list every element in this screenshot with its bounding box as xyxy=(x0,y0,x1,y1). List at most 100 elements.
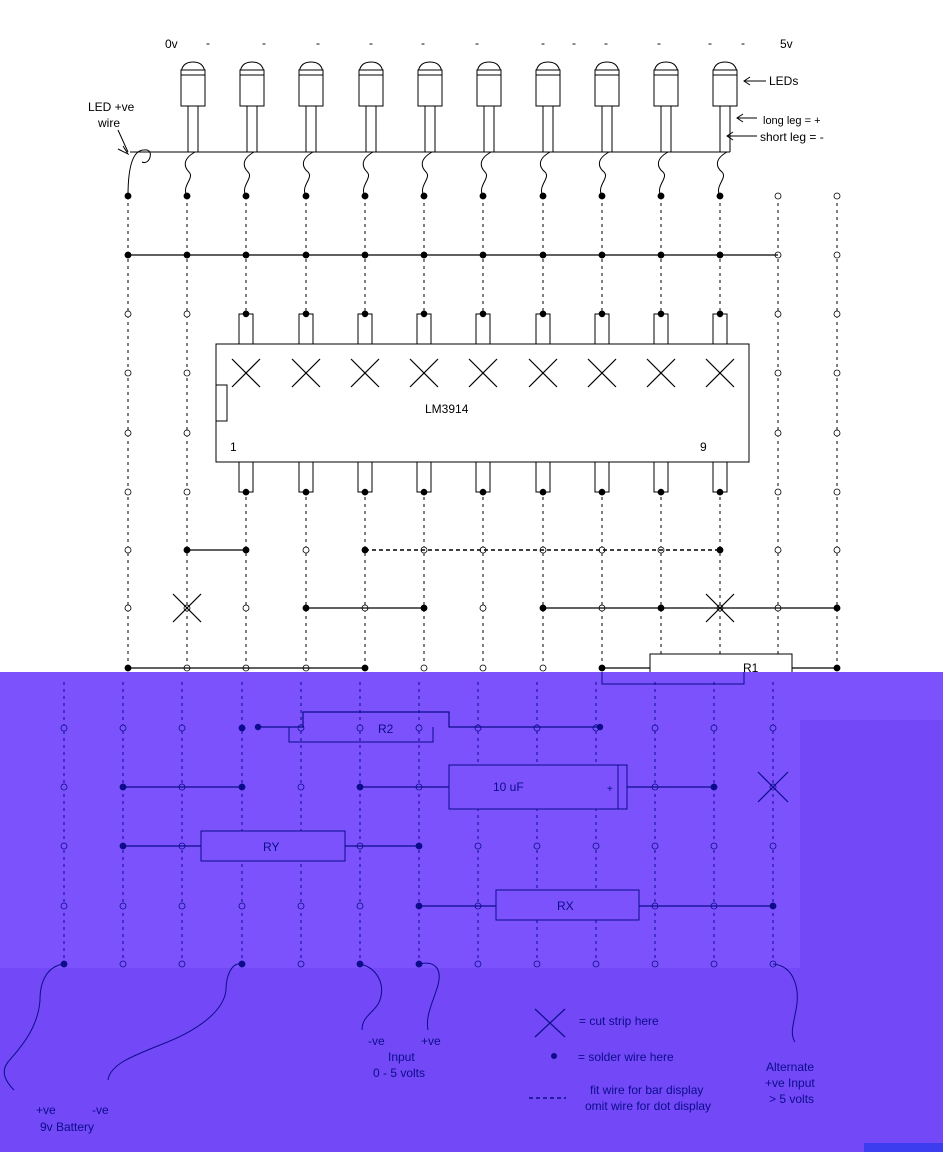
hole xyxy=(774,488,782,496)
hole xyxy=(60,842,68,850)
led-flying-lead xyxy=(480,151,492,197)
cut-mark xyxy=(291,358,321,388)
solder-dot xyxy=(361,251,369,259)
hole xyxy=(183,310,191,318)
solder-dot xyxy=(420,310,428,318)
hole xyxy=(710,960,718,968)
hole xyxy=(183,488,191,496)
chip-pin xyxy=(535,313,551,345)
hole xyxy=(833,192,841,200)
chip-pin xyxy=(357,461,373,493)
hole xyxy=(474,724,482,732)
solder-dot xyxy=(716,310,724,318)
hole xyxy=(833,369,841,377)
solder-dot xyxy=(361,546,369,554)
hole xyxy=(833,310,841,318)
solder-dot xyxy=(302,604,310,612)
solder-dot xyxy=(254,723,262,731)
led-flying-lead xyxy=(362,151,374,197)
cut-mark xyxy=(409,358,439,388)
hole xyxy=(774,546,782,554)
capacitor-10uf: 10 uF + xyxy=(448,764,628,810)
hole xyxy=(124,488,132,496)
cut-marks-lower xyxy=(757,771,789,803)
legend-dot-text: omit wire for dot display xyxy=(585,1099,711,1113)
battery-pos-label: +ve xyxy=(36,1103,56,1117)
hole xyxy=(183,429,191,437)
cut-stroke xyxy=(409,358,439,388)
solder-dot xyxy=(657,192,665,200)
zero-volt-label: 0v xyxy=(165,37,178,51)
overlay-corner xyxy=(864,1143,943,1152)
hole xyxy=(592,960,600,968)
solder-dot xyxy=(238,724,246,732)
led-wire-pointer xyxy=(117,129,129,153)
solder-dot xyxy=(598,664,606,672)
hole xyxy=(420,664,428,672)
solder-dot xyxy=(769,902,777,910)
solder-dot xyxy=(539,310,547,318)
solder-points xyxy=(60,192,841,968)
chip-pin xyxy=(357,313,373,345)
chip-pin xyxy=(594,461,610,493)
alt-input-label-1: Alternate xyxy=(766,1060,814,1074)
led-body xyxy=(180,74,206,107)
cut-mark xyxy=(528,358,558,388)
solder-dot xyxy=(598,488,606,496)
minus-sign: - xyxy=(369,36,373,50)
solder-dot xyxy=(479,251,487,259)
overlay-band-bottom xyxy=(0,968,943,1152)
hole xyxy=(651,960,659,968)
led-rim xyxy=(476,69,502,76)
solder-dot xyxy=(302,251,310,259)
battery-label: 9v Battery xyxy=(40,1120,94,1134)
alt-input-label-2: +ve Input xyxy=(765,1076,815,1090)
solder-dot xyxy=(716,192,724,200)
hole xyxy=(119,724,127,732)
wires-lower xyxy=(123,786,773,907)
chip-pin xyxy=(238,461,254,493)
hole xyxy=(479,604,487,612)
cut-mark xyxy=(705,358,735,388)
hole xyxy=(178,902,186,910)
led-rim xyxy=(358,69,384,76)
led-rim xyxy=(653,69,679,76)
solder-dot xyxy=(479,310,487,318)
cut-mark xyxy=(350,358,380,388)
solder-dot xyxy=(415,902,423,910)
hole xyxy=(60,724,68,732)
solder-dot xyxy=(242,546,250,554)
hole xyxy=(774,310,782,318)
solder-dot xyxy=(598,310,606,318)
led-flying-lead xyxy=(657,151,669,197)
chip-pin xyxy=(653,461,669,493)
minus-sign: - xyxy=(708,36,712,50)
hole xyxy=(356,724,364,732)
led-body xyxy=(535,74,561,107)
solder-dot xyxy=(420,251,428,259)
long-leg-label: long leg = + xyxy=(763,115,821,127)
minus-sign: - xyxy=(475,36,479,50)
r2-label: R2 xyxy=(378,722,394,736)
solder-dot xyxy=(539,488,547,496)
cut-stroke xyxy=(705,593,735,623)
solder-dot xyxy=(596,723,604,731)
led-body xyxy=(417,74,443,107)
minus-sign: - xyxy=(316,36,320,50)
minus-sign: - xyxy=(572,36,576,50)
solder-dot xyxy=(242,310,250,318)
solder-dot xyxy=(716,546,724,554)
minus-sign: - xyxy=(421,36,425,50)
solder-dot xyxy=(716,251,724,259)
cut-stroke xyxy=(528,358,558,388)
input-neg-label: -ve xyxy=(368,1034,385,1048)
cut-stroke xyxy=(291,358,321,388)
minus-sign: - xyxy=(541,36,545,50)
minus-sign: - xyxy=(206,36,210,50)
led-rim xyxy=(712,69,738,76)
hole xyxy=(124,369,132,377)
minus-signs: ------------ xyxy=(206,36,745,50)
hole xyxy=(651,724,659,732)
legend-solder-text: = solder wire here xyxy=(578,1050,674,1064)
led-wire-label-2: wire xyxy=(97,116,120,130)
